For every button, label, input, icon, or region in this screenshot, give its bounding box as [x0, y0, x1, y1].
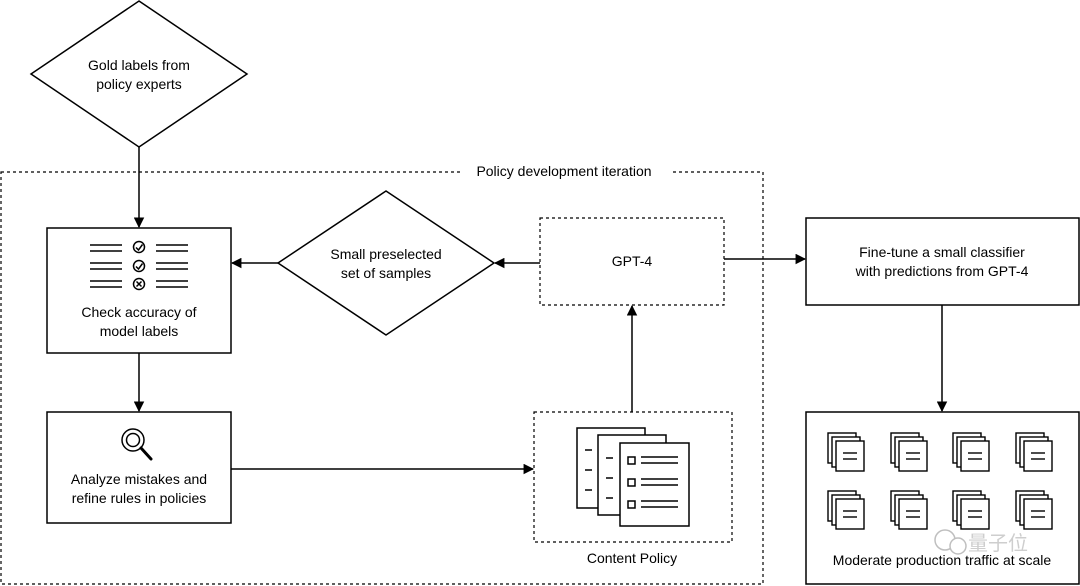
- checklist-icon: [90, 240, 188, 291]
- gold-labels-line1: Gold labels from: [88, 57, 190, 73]
- iteration-group-title: Policy development iteration: [476, 163, 651, 179]
- analyze-line2: refine rules in policies: [72, 490, 207, 506]
- check-accuracy-line1: Check accuracy of: [81, 304, 196, 320]
- watermark-logo: 量子位: [934, 529, 1028, 555]
- gpt4-label: GPT-4: [612, 253, 653, 269]
- analyze-box: [46, 411, 232, 524]
- check-accuracy-line2: model labels: [100, 323, 179, 339]
- moderate-label: Moderate production traffic at scale: [833, 552, 1052, 568]
- gold-labels-diamond: [29, 0, 249, 148]
- document-stack-icon: [576, 427, 690, 527]
- fine-tune-box: [805, 217, 1080, 306]
- magnifier-icon: [121, 428, 153, 461]
- watermark-text: 量子位: [968, 531, 1028, 555]
- small-samples-line2: set of samples: [341, 265, 431, 281]
- gpt4-box: [539, 217, 725, 306]
- fine-tune-line2: with predictions from GPT-4: [855, 263, 1029, 279]
- gold-labels-line2: policy experts: [96, 76, 182, 92]
- iteration-group-boundary: [0, 171, 764, 585]
- small-samples-line1: Small preselected: [330, 246, 441, 262]
- analyze-line1: Analyze mistakes and: [71, 471, 207, 487]
- fine-tune-line1: Fine-tune a small classifier: [859, 244, 1025, 260]
- small-samples-diamond: [276, 190, 496, 336]
- content-policy-label: Content Policy: [587, 550, 677, 566]
